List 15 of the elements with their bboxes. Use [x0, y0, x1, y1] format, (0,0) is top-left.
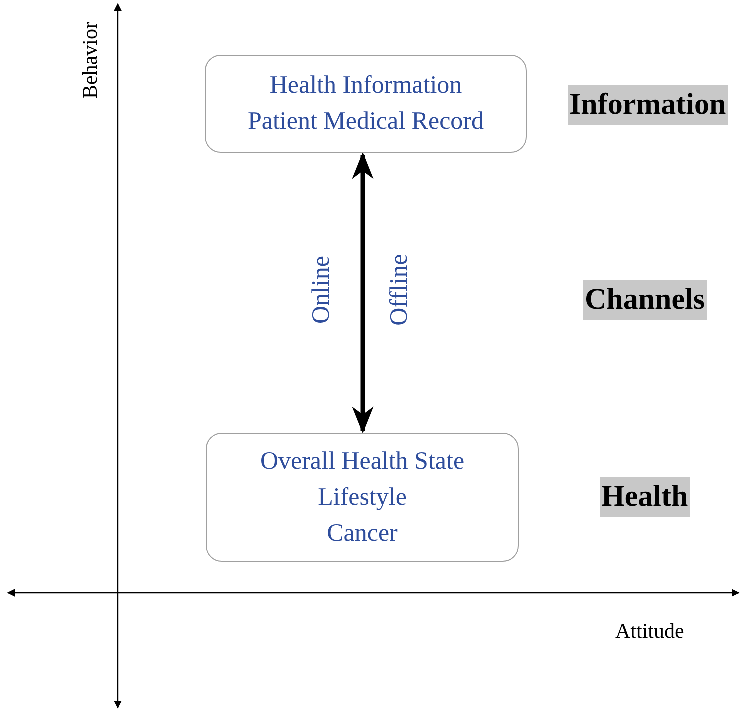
- category-label: Health: [600, 477, 690, 517]
- double-arrow: [352, 152, 374, 434]
- category-label: Channels: [583, 280, 708, 320]
- category-label: Information: [568, 85, 728, 125]
- box-text: Cancer: [327, 518, 398, 548]
- box-text: Overall Health State: [260, 446, 465, 476]
- rounded-box: [205, 55, 527, 153]
- channel-label: Offline: [386, 254, 414, 326]
- channel-label: Online: [308, 256, 336, 324]
- axis-label: Attitude: [616, 618, 684, 644]
- box-text: Health Information: [270, 71, 462, 101]
- box-text: Lifestyle: [318, 482, 407, 512]
- axis-label: Behavior: [78, 22, 102, 98]
- box-text: Patient Medical Record: [248, 107, 484, 137]
- rounded-box: [206, 433, 519, 562]
